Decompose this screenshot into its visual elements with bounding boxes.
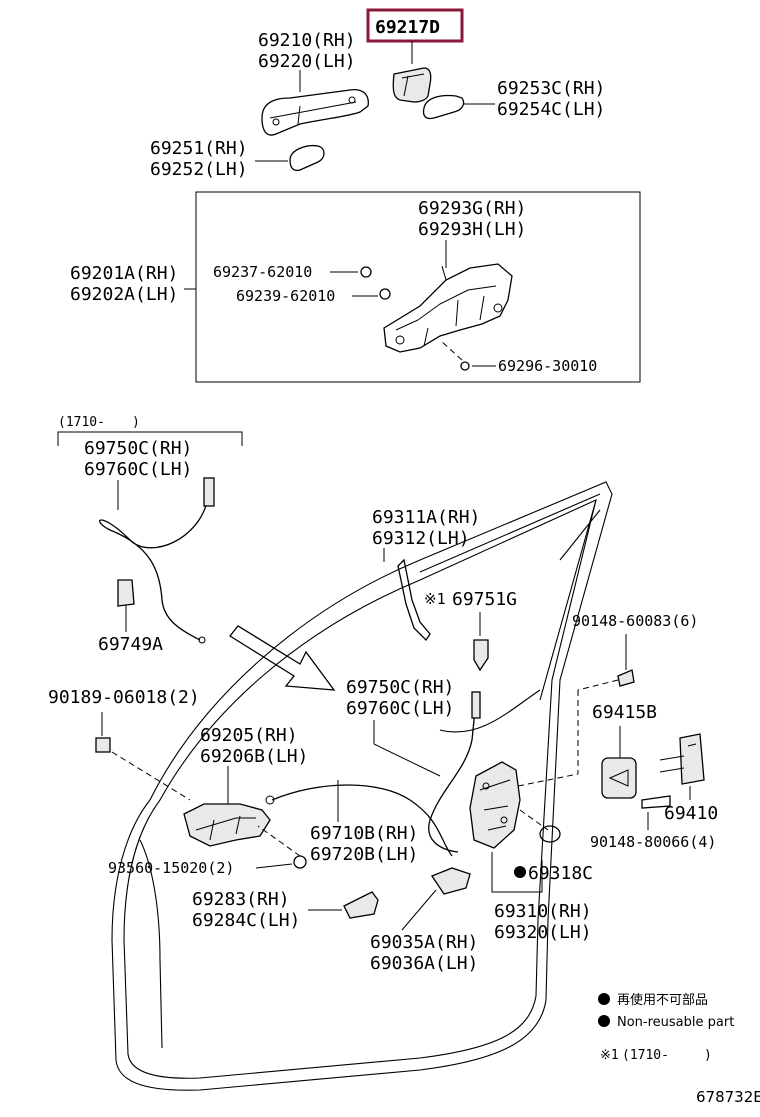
label-frame-sub-lh: 69293H(LH) <box>418 219 526 240</box>
label-frame-lh: 69202A(LH) <box>70 284 178 305</box>
label-cable-mid-rh: 69750C(RH) <box>346 677 454 698</box>
label-seal: 69318C <box>528 863 593 884</box>
direction-arrow <box>229 625 336 691</box>
label-handle-rh: 69210(RH) <box>258 30 356 51</box>
label-cover-lh: 69254C(LH) <box>497 99 605 120</box>
bolt-lower-part <box>641 795 671 809</box>
legend-note-mark: ※1 <box>600 1048 619 1063</box>
label-protector-rh: 69035A(RH) <box>370 932 478 953</box>
label-protector-lh: 69036A(LH) <box>370 953 478 974</box>
bolt-left-part <box>95 737 111 753</box>
rod-part <box>397 558 431 642</box>
label-cable-top-lh: 69760C(LH) <box>84 459 192 480</box>
legend-note-close: ) <box>704 1048 712 1063</box>
figure-id: 678732E <box>696 1088 760 1106</box>
label-frame-rh: 69201A(RH) <box>70 263 178 284</box>
label-screw-handle: 93560-15020(2) <box>108 859 234 877</box>
label-screw-frame: 69296-30010 <box>498 357 597 375</box>
label-mark-note: ※1 <box>424 590 446 608</box>
label-inner-handle-rh: 69205(RH) <box>200 725 298 746</box>
label-inner-handle-lh: 69206B(LH) <box>200 746 308 767</box>
label-bezel-rh: 69283(RH) <box>192 889 290 910</box>
handle-cover-part <box>422 94 465 120</box>
label-cable-low-rh: 69710B(RH) <box>310 823 418 844</box>
key-cylinder-cap-part <box>392 67 432 103</box>
label-bolt-a: 69237-62010 <box>213 263 312 281</box>
frame-group-box <box>195 191 641 383</box>
label-frame-sub-rh: 69293G(RH) <box>418 198 526 219</box>
label-clip-top: 69749A <box>98 634 163 655</box>
legend-item-jp: 再使用不可部品 <box>617 992 708 1008</box>
handle-frame-part <box>383 263 513 353</box>
label-cable-top-rh: 69750C(RH) <box>84 438 192 459</box>
seal-part <box>539 825 561 843</box>
protector-part <box>431 867 471 895</box>
label-striker: 69410 <box>664 803 718 824</box>
label-69217d[interactable]: 69217D <box>375 17 440 38</box>
outer-handle-part <box>261 88 369 136</box>
label-clamp: 69751G <box>452 589 517 610</box>
label-date-note: (1710- <box>58 415 105 430</box>
label-bolt-lower: 90148-80066(4) <box>590 833 716 851</box>
label-bolt-left: 90189-06018(2) <box>48 687 200 708</box>
legend-item-en: Non-reusable part <box>617 1015 734 1030</box>
bezel-part <box>343 891 379 919</box>
label-cover-rh: 69253C(RH) <box>497 78 605 99</box>
label-pad-rh: 69251(RH) <box>150 138 248 159</box>
striker-cover-part <box>601 757 637 799</box>
cable-low-part <box>271 784 453 857</box>
label-bolt-b: 69239-62010 <box>236 287 335 305</box>
cable-top-part <box>98 497 209 641</box>
label-cable-low-lh: 69720B(LH) <box>310 844 418 865</box>
clip-top-part <box>117 579 135 607</box>
legend-dot-1 <box>598 993 610 1005</box>
label-bezel-lh: 69284C(LH) <box>192 910 300 931</box>
cable-mid-part <box>428 699 477 853</box>
highlight-box[interactable] <box>366 8 464 43</box>
label-pad-lh: 69252(LH) <box>150 159 248 180</box>
label-rod-rh: 69311A(RH) <box>372 507 480 528</box>
legend-dot-2 <box>598 1015 610 1027</box>
inner-handle-part <box>183 803 271 847</box>
clamp-part <box>473 639 489 672</box>
label-striker-cover: 69415B <box>592 702 657 723</box>
label-lock-lh: 69320(LH) <box>494 922 592 943</box>
label-cable-mid-lh: 69760C(LH) <box>346 698 454 719</box>
door-lock-part <box>469 761 521 849</box>
handle-pad-part <box>289 144 325 172</box>
label-rod-lh: 69312(LH) <box>372 528 470 549</box>
label-lock-rh: 69310(RH) <box>494 901 592 922</box>
bolt-upper-part <box>617 669 635 687</box>
label-bolt-upper: 90148-60083(6) <box>572 612 698 630</box>
label-handle-lh: 69220(LH) <box>258 51 356 72</box>
non-reusable-mark <box>514 866 526 878</box>
striker-part <box>679 733 705 785</box>
legend-note-date: (1710- <box>622 1048 669 1063</box>
label-date-close: ) <box>132 415 140 430</box>
screw-handle-part <box>293 855 307 869</box>
door-outline <box>111 481 613 1091</box>
